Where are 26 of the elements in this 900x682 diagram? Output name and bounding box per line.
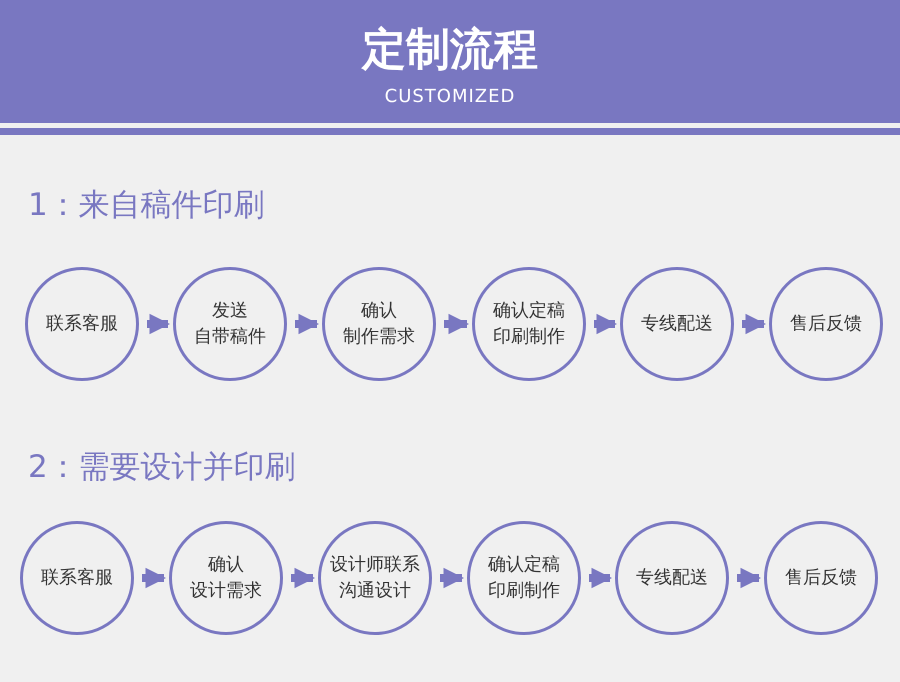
arrow [589,568,612,588]
section-heading: 2：需要设计并印刷 [28,448,296,487]
step-text: 确认定稿印刷制作 [488,553,560,603]
title: 定制流程 [360,23,539,77]
subtitle: CUSTOMIZED [384,86,516,107]
arrow [291,568,316,588]
arrow [742,314,766,334]
step-text: 设计师联系沟通设计 [330,553,420,603]
step-text: 发送自带稿件 [194,299,266,349]
arrow [142,568,166,588]
arrow [440,568,464,588]
arrow [147,314,170,334]
step-text: 确认制作需求 [343,299,415,349]
step-text: 联系客服 [46,312,118,336]
step-text: 专线配送 [636,566,708,590]
step-text: 联系客服 [41,566,113,590]
arrow [594,314,618,334]
step-text: 售后反馈 [785,566,857,590]
step-text: 确认定稿印刷制作 [493,299,565,349]
step-text: 确认设计需求 [190,553,262,603]
step-text: 售后反馈 [790,312,862,336]
step-text: 专线配送 [641,312,713,336]
arrow [444,314,470,334]
section-heading: 1：来自稿件印刷 [28,186,265,225]
arrow [295,314,320,334]
arrow [737,568,762,588]
